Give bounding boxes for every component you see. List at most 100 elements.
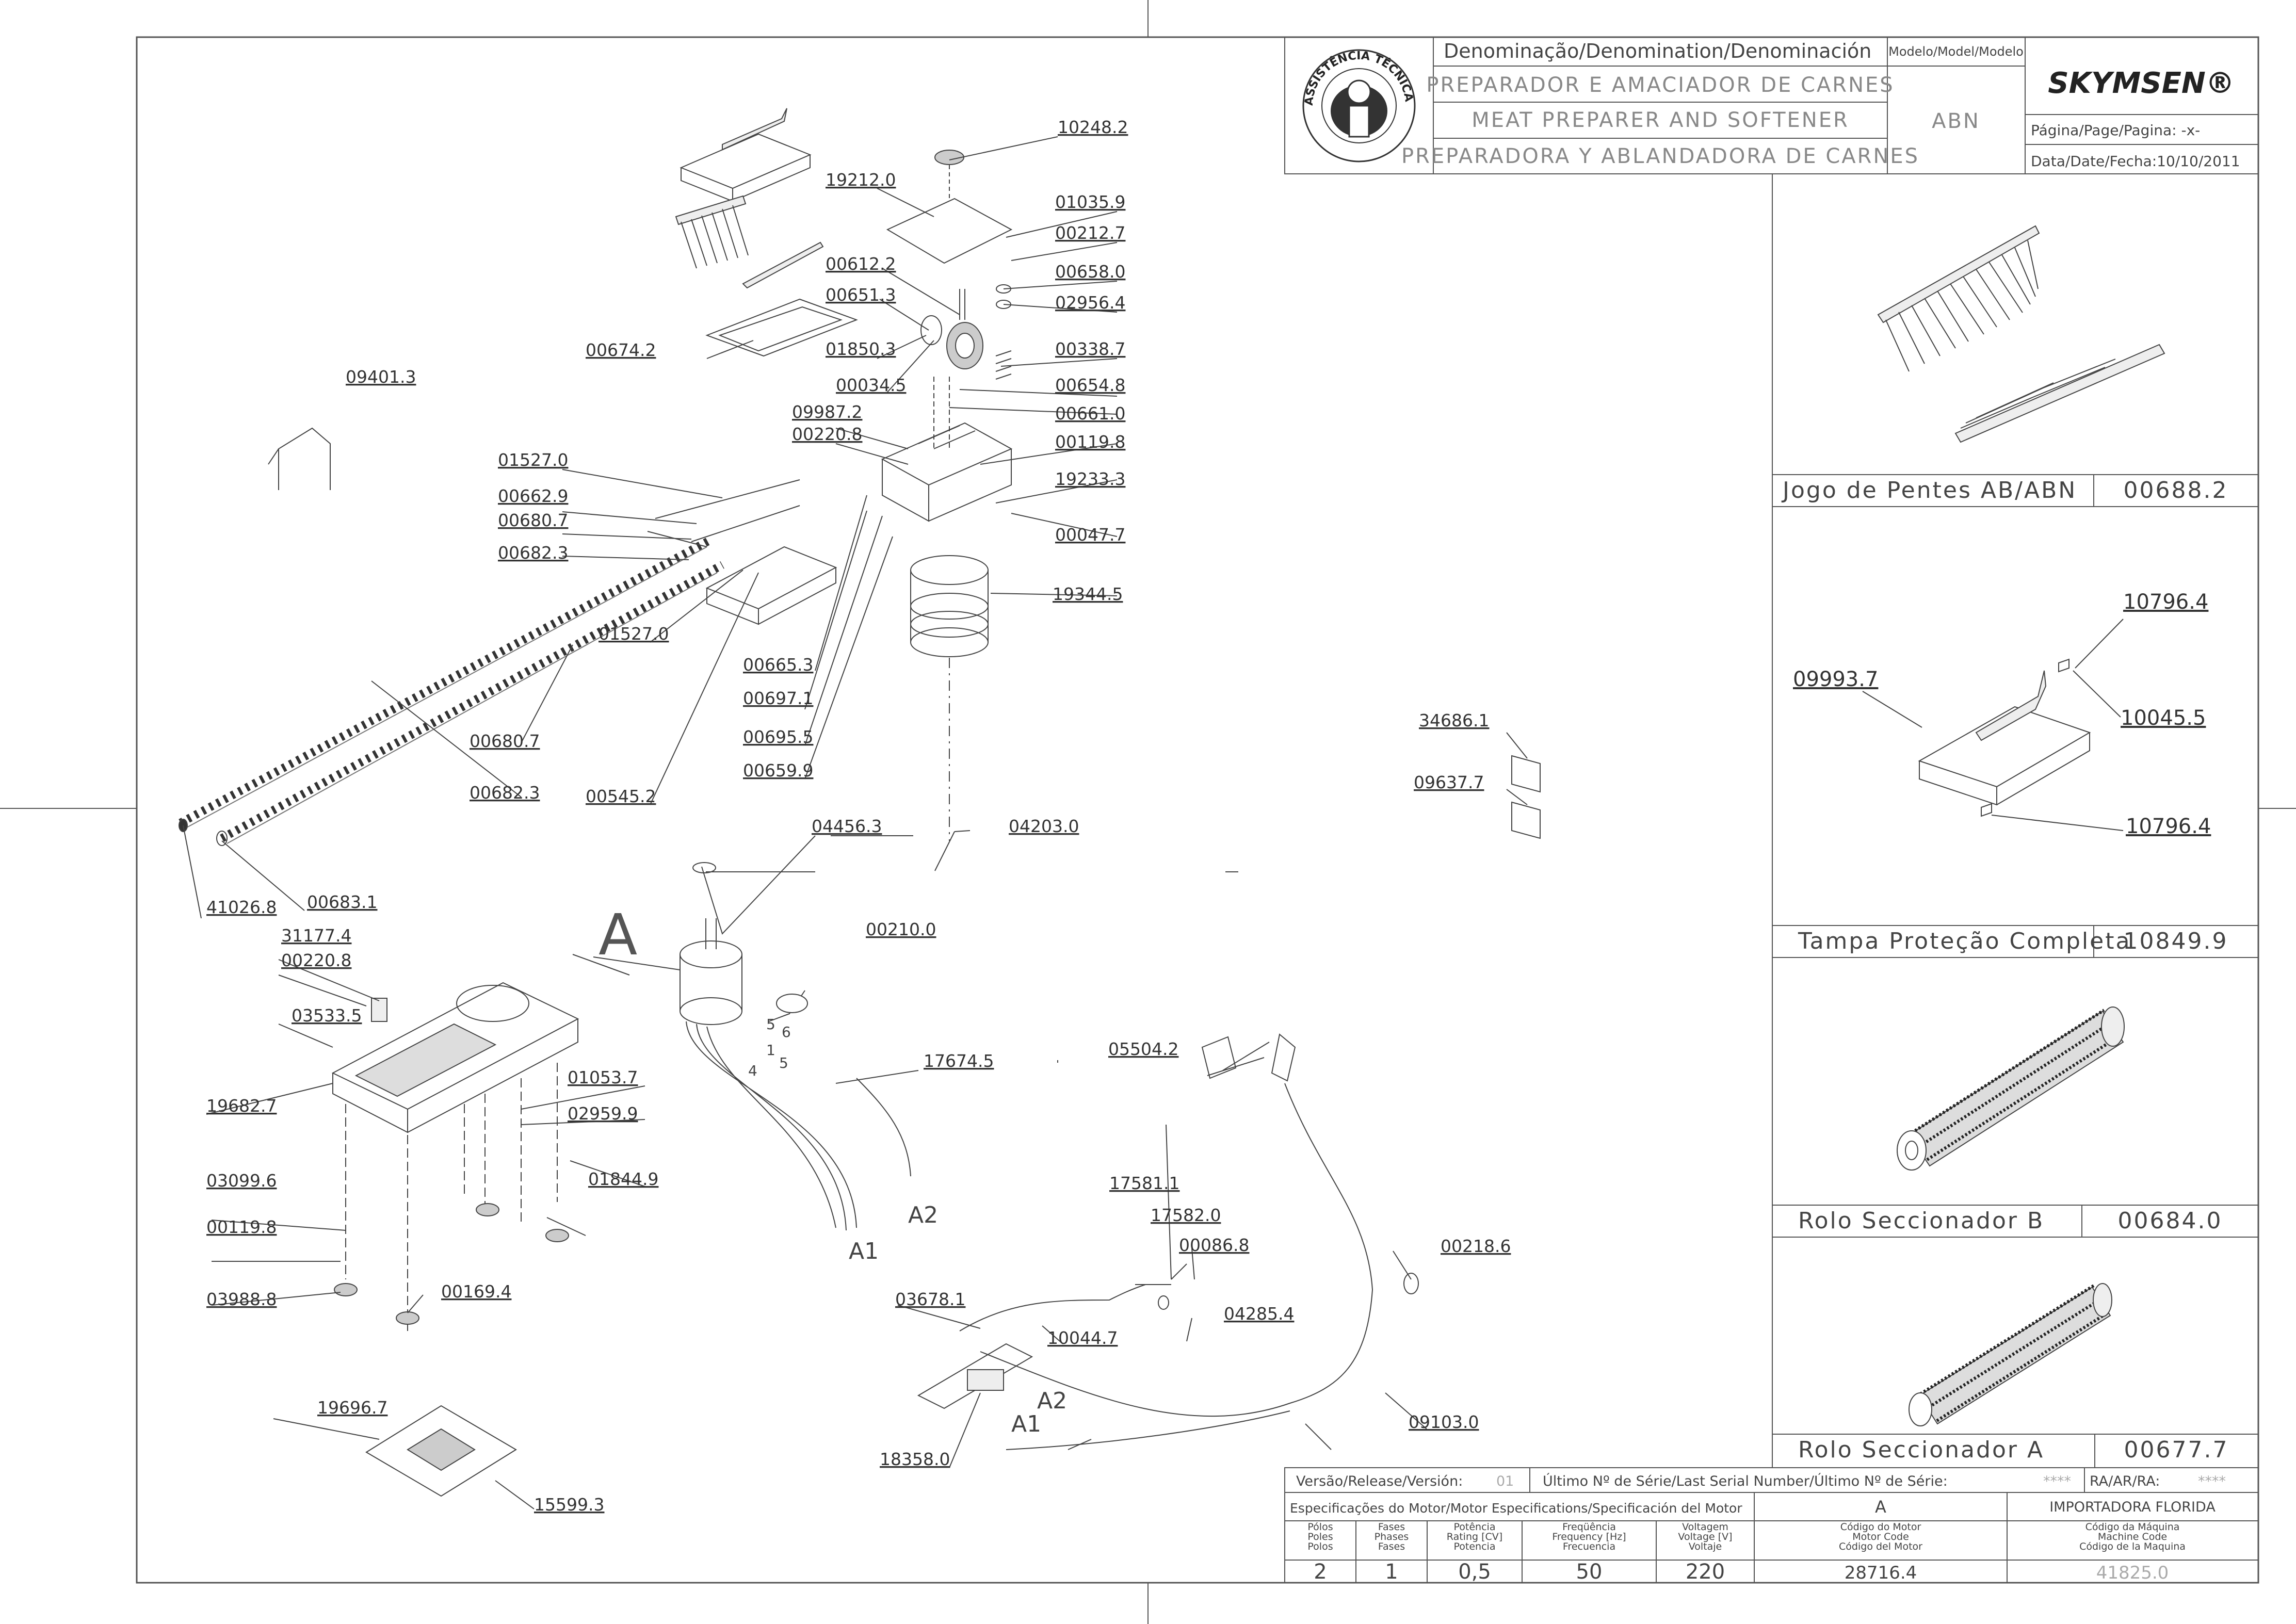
part-label: 00212.7 bbox=[1055, 223, 1125, 243]
spec-column-header: Código del Motor bbox=[1839, 1541, 1922, 1552]
motor-part bbox=[680, 862, 911, 1231]
spec-table bbox=[1284, 1467, 2259, 1583]
ra-value: **** bbox=[2198, 1473, 2226, 1489]
spec-column-header: Freqüência bbox=[1562, 1521, 1616, 1533]
product-name-pt: PREPARADOR E AMACIADOR DE CARNES bbox=[1426, 73, 1894, 97]
spec-column-header: Voltaje bbox=[1689, 1541, 1722, 1552]
part-label: 00169.4 bbox=[441, 1281, 511, 1302]
protective-cover-illustration bbox=[1862, 619, 2124, 831]
product-name-en: MEAT PREPARER AND SOFTENER bbox=[1472, 108, 1849, 132]
roller-a-illustration bbox=[1909, 1283, 2112, 1426]
drawing-frame bbox=[136, 36, 2259, 1584]
part-label: 09103.0 bbox=[1409, 1412, 1479, 1432]
spec-column-header: Motor Code bbox=[1852, 1531, 1909, 1542]
kit-title-4: Rolo Seccionador A bbox=[1798, 1437, 2044, 1463]
spec-column-header: Rating [CV] bbox=[1447, 1531, 1502, 1542]
seal-text: ASSISTÊNCIA TÉCNICA AUTORIZADA bbox=[0, 0, 1415, 106]
spec-column-header: Machine Code bbox=[2098, 1531, 2167, 1542]
comb-set-illustration bbox=[1877, 225, 2165, 443]
version-value: 01 bbox=[1496, 1473, 1514, 1489]
part-label: 01850.3 bbox=[826, 339, 896, 359]
title-block bbox=[1284, 37, 2259, 174]
page-label: Página/Page/Pagina: -x- bbox=[2031, 122, 2200, 139]
part-label: 04203.0 bbox=[1009, 816, 1079, 836]
spec-value: 28716.4 bbox=[1845, 1563, 1917, 1583]
part-label: 10248.2 bbox=[1058, 117, 1128, 137]
denomination-label: Denominação/Denomination/Denominación bbox=[1444, 40, 1871, 62]
spec-value: 1 bbox=[1385, 1560, 1398, 1584]
title-block-texts: Denominação/Denomination/Denominación PR… bbox=[1401, 40, 2240, 170]
wire-1-label: 1 bbox=[766, 1042, 775, 1059]
gear-part bbox=[920, 289, 983, 369]
spec-column-header: Código de la Maquina bbox=[2079, 1541, 2186, 1552]
callout-letters: A A1 A2 A1 A2 4 5 1 5 6 bbox=[599, 902, 1067, 1437]
kit-part-label: 10796.4 bbox=[2123, 590, 2208, 614]
gearbox-part bbox=[881, 377, 1013, 522]
serial-value: **** bbox=[2043, 1473, 2071, 1489]
wire-5b-label: 5 bbox=[766, 1016, 775, 1033]
spec-value: 50 bbox=[1576, 1560, 1603, 1584]
leader-lines bbox=[183, 136, 1528, 1509]
part-label: 00680.7 bbox=[498, 510, 568, 530]
part-label: 00654.8 bbox=[1055, 375, 1125, 395]
kit-illustrations bbox=[1862, 225, 2165, 1426]
wire-a1-label: A1 bbox=[849, 1238, 879, 1264]
part-label: 00680.7 bbox=[470, 731, 540, 751]
base-housing-part bbox=[331, 982, 579, 1331]
part-label: 03533.5 bbox=[292, 1005, 362, 1026]
part-label: 00220.8 bbox=[792, 424, 862, 444]
kit-part-label: 10045.5 bbox=[2121, 706, 2206, 730]
comb-part bbox=[675, 195, 824, 289]
part-label: 04456.3 bbox=[812, 816, 882, 836]
part-label: 09637.7 bbox=[1414, 772, 1484, 792]
version-label: Versão/Release/Versión: bbox=[1296, 1473, 1463, 1489]
kit-code-3: 00684.0 bbox=[2118, 1208, 2223, 1234]
motor-group-label: A bbox=[599, 902, 637, 968]
spec-column-header: Potência bbox=[1454, 1521, 1496, 1533]
part-label: 00661.0 bbox=[1055, 403, 1125, 424]
spec-column-header: Polos bbox=[1307, 1541, 1333, 1552]
part-label: 00220.8 bbox=[281, 950, 351, 970]
part-label: 00047.7 bbox=[1055, 525, 1125, 545]
part-label: 00682.3 bbox=[498, 543, 568, 563]
spec-column-header: Fases bbox=[1378, 1521, 1405, 1533]
part-label: 34686.1 bbox=[1419, 710, 1489, 730]
kit-title-1: Jogo de Pentes AB/ABN bbox=[1781, 477, 2077, 504]
importer-name: IMPORTADORA FLORIDA bbox=[2049, 1499, 2216, 1515]
spec-value: 220 bbox=[1686, 1560, 1725, 1584]
part-label: 17581.1 bbox=[1109, 1173, 1179, 1193]
part-label: 09987.2 bbox=[792, 402, 862, 422]
kit-title-2: Tampa Proteção Completa bbox=[1798, 928, 2131, 954]
authorized-service-seal: ASSISTÊNCIA TÉCNICA AUTORIZADA bbox=[0, 0, 1416, 163]
electrical-harness bbox=[917, 1033, 1419, 1450]
svg-text:ASSISTÊNCIA TÉCNICA AUTORIZADA: ASSISTÊNCIA TÉCNICA AUTORIZADA bbox=[0, 0, 1415, 106]
drum-part bbox=[910, 555, 989, 841]
spec-value: 2 bbox=[1314, 1560, 1327, 1584]
serial-label: Último Nº de Série/Last Serial Number/Úl… bbox=[1543, 1473, 1948, 1489]
top-handle-part bbox=[680, 108, 812, 202]
bottom-plate-part bbox=[365, 1405, 517, 1497]
spec-column-header: Pólos bbox=[1307, 1521, 1333, 1533]
wire-a2-label: A2 bbox=[908, 1202, 938, 1228]
part-label: 19212.0 bbox=[826, 170, 896, 190]
part-label: 01527.0 bbox=[599, 624, 669, 644]
model-value: ABN bbox=[1932, 109, 1980, 133]
part-label: 00682.3 bbox=[470, 783, 540, 803]
ra-label: RA/AR/RA: bbox=[2090, 1473, 2160, 1489]
part-label: 18358.0 bbox=[880, 1449, 950, 1469]
spec-value: 0,5 bbox=[1458, 1560, 1491, 1584]
date-label: Data/Date/Fecha:10/10/2011 bbox=[2031, 153, 2240, 170]
part-label: 00545.2 bbox=[586, 786, 656, 806]
part-label: 31177.4 bbox=[281, 925, 351, 946]
motor-spec-columns: PólosPolesPolosFasesPhasesFasesPotênciaR… bbox=[1307, 1521, 2186, 1584]
part-label: 03099.6 bbox=[206, 1171, 277, 1191]
part-label: 19682.7 bbox=[206, 1096, 277, 1116]
part-label: 00659.9 bbox=[743, 760, 813, 781]
part-label: 17674.5 bbox=[924, 1051, 994, 1071]
spring-part bbox=[995, 284, 1012, 380]
bracket-part bbox=[705, 546, 837, 625]
part-label: 01035.9 bbox=[1055, 192, 1125, 212]
part-label: 00612.2 bbox=[826, 254, 896, 274]
part-label: 02956.4 bbox=[1055, 293, 1125, 313]
